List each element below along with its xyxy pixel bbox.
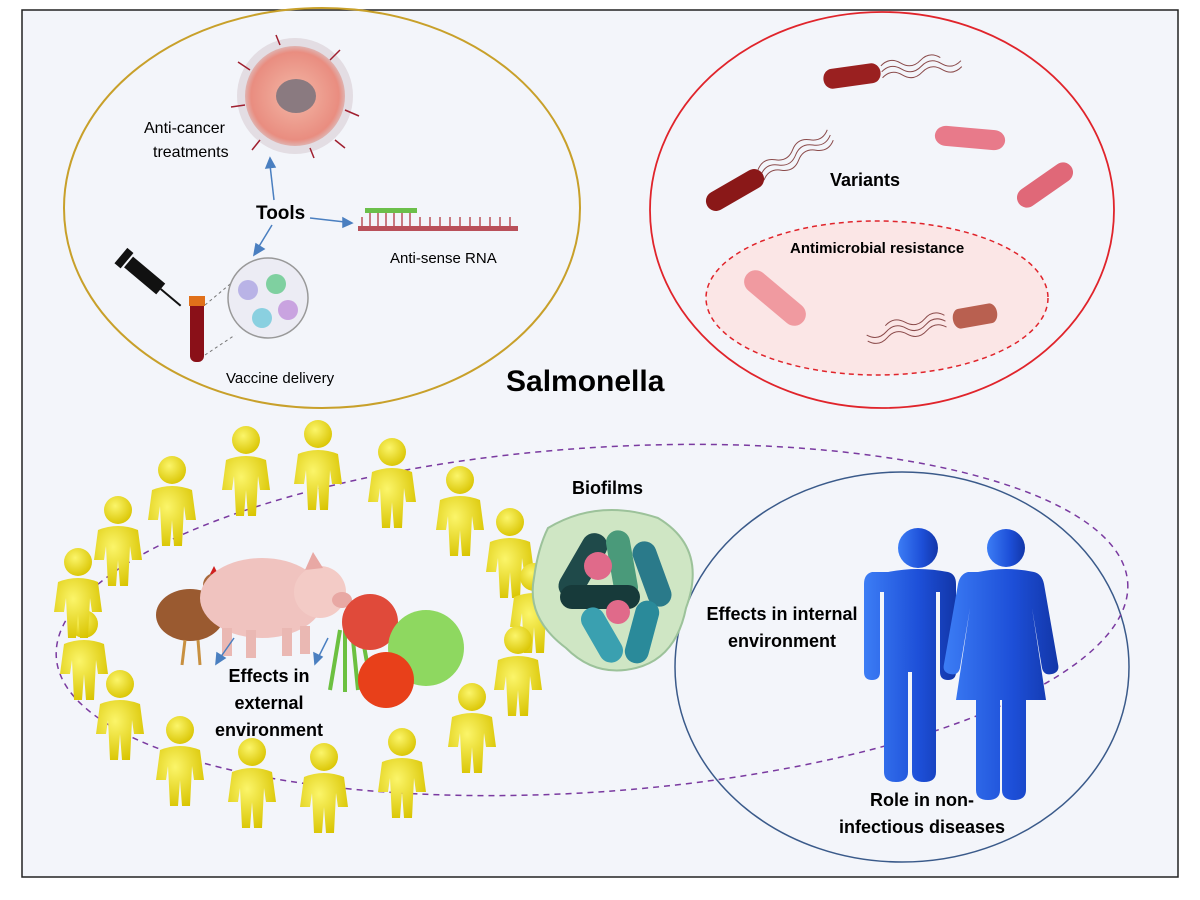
pig-icon [200, 552, 352, 658]
external-label-line3: environment [214, 720, 324, 740]
noninfectious-label-line2: infectious diseases [838, 817, 1006, 837]
external-label-line2: external [234, 693, 304, 713]
syringe-icon [114, 247, 182, 307]
antisense-rna-icon [358, 208, 518, 231]
female-figure-icon [943, 529, 1059, 800]
blood-tube-icon [189, 296, 205, 362]
variants-label: Variants [830, 170, 901, 190]
cancer-cell-icon [230, 34, 360, 159]
antisense-label: Anti-sense RNA [390, 250, 497, 267]
noninfectious-label-line1: Role in non- [870, 790, 974, 810]
external-label-line1: Effects in [228, 666, 310, 686]
internal-label-line2: environment [727, 631, 837, 651]
tools-label: Tools [256, 203, 306, 224]
anticancer-label-line1: Anti-cancer [144, 120, 225, 137]
cell-magnifier-icon [204, 257, 309, 356]
diagram-title: Salmonella [506, 365, 665, 398]
tools-ellipse [63, 7, 581, 409]
bacteria-variants-icon [702, 54, 1077, 344]
male-figure-icon [864, 528, 956, 782]
tools-arrows [252, 156, 354, 257]
variants-ellipse [649, 11, 1115, 409]
anticancer-label-line2: treatments [153, 144, 229, 161]
amr-ellipse [705, 220, 1049, 376]
human-ellipse [674, 471, 1130, 863]
external-arrows [215, 637, 329, 666]
internal-label-line1: Effects in internal [706, 604, 858, 624]
biofilm-icon [531, 509, 694, 672]
vegetables-icon [328, 594, 464, 708]
biofilms-label: Biofilms [572, 478, 644, 498]
population-ellipse [55, 443, 1129, 797]
vaccine-label: Vaccine delivery [226, 370, 335, 387]
amr-label: Antimicrobial resistance [790, 240, 965, 257]
